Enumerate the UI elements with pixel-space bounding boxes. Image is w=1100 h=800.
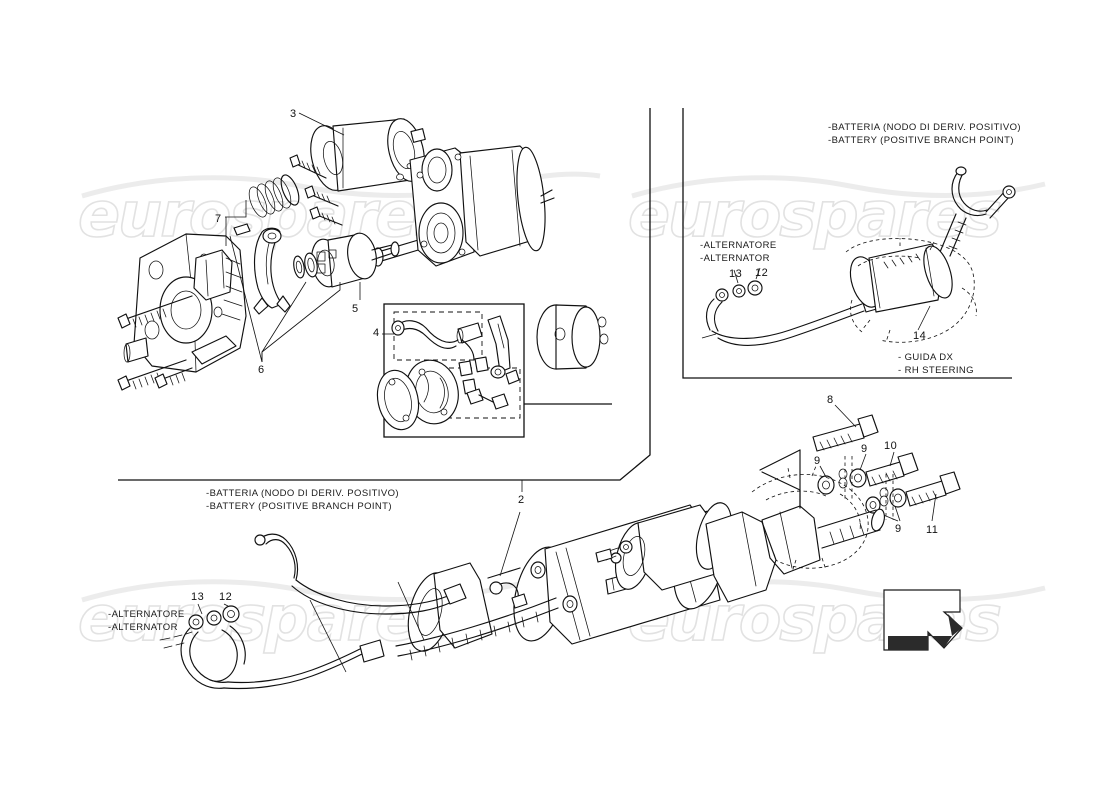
bolt-11 [865,471,961,514]
field-wiring [391,320,483,361]
callout-7: 7 [215,213,222,225]
starter-motor-body [372,145,555,267]
top-right-panel-content [701,166,1016,346]
leader-lines-lower [197,480,523,673]
battery-positive-cable-rh [905,166,1016,272]
callout-9-c: 9 [895,523,902,535]
solenoid-body [310,118,426,192]
label-battery-lh-en: -BATTERY (POSITIVE BRANCH POINT) [206,501,392,512]
callout-12-top: 12 [755,267,769,279]
callout-13-bottom: 13 [191,591,205,603]
return-spring [248,174,300,218]
callout-2: 2 [518,494,525,506]
drive-end-housing [133,233,247,373]
upper-left-assembly [117,112,555,391]
callout-6: 6 [258,364,265,376]
washer-ring-set [293,252,318,279]
label-alternator-lh-en: -ALTERNATOR [108,622,178,633]
callout-8: 8 [827,394,834,406]
starter-ghost-rh [845,238,977,343]
label-battery-rh-it: -BATTERIA (NODO DI DERIV. POSITIVO) [828,122,1021,133]
mounting-bolt-group [749,404,961,573]
drive-end-housing-lower [705,505,885,603]
callout-11: 11 [926,524,939,536]
shift-fork-lever [253,227,291,315]
brush-arm [487,315,520,385]
pivot-pin [233,223,251,236]
bolt-10 [849,452,919,488]
label-alternator-lh-it: -ALTERNATORE [108,609,185,620]
washer-9-left [817,475,835,495]
solenoid-screws [289,154,343,226]
callout-9-b: 9 [861,443,868,455]
callout-13-top: 13 [729,268,743,280]
bush-sleeve [123,337,149,363]
panel-frames [118,108,1012,481]
lower-starter-assembly [159,480,885,690]
end-cover-ring [376,369,420,431]
pinion-drive-clutch [311,232,400,288]
label-battery-rh-en: -BATTERY (POSITIVE BRANCH POINT) [828,135,1014,146]
commutator-end-cap [536,304,609,370]
label-steering-it: - GUIDA DX [898,352,954,363]
callout-9-a: 9 [814,455,821,467]
callout-10: 10 [884,440,898,452]
housing-bolts [117,295,193,391]
brush-set [458,356,509,410]
callout-12-bottom: 12 [219,591,233,603]
brush-gear-inset [376,303,612,438]
callout-5: 5 [352,303,359,315]
engine-braid-lower [395,597,559,661]
rear-end-cap-lower [407,562,521,652]
bolt-8 [812,414,879,452]
label-alternator-rh-it: -ALTERNATORE [700,240,777,251]
alternator-cable-lower [159,605,385,690]
label-alternator-rh-en: -ALTERNATOR [700,253,770,264]
arrow-logo [883,589,963,651]
callout-14: 14 [913,330,927,342]
label-steering-en: - RH STEERING [898,365,974,376]
label-battery-lh-it: -BATTERIA (NODO DI DERIV. POSITIVO) [206,488,399,499]
battery-cable-lower [254,533,528,615]
callout-3: 3 [290,108,297,120]
leader-lines-upper-left [225,112,361,363]
callout-4: 4 [373,327,380,339]
